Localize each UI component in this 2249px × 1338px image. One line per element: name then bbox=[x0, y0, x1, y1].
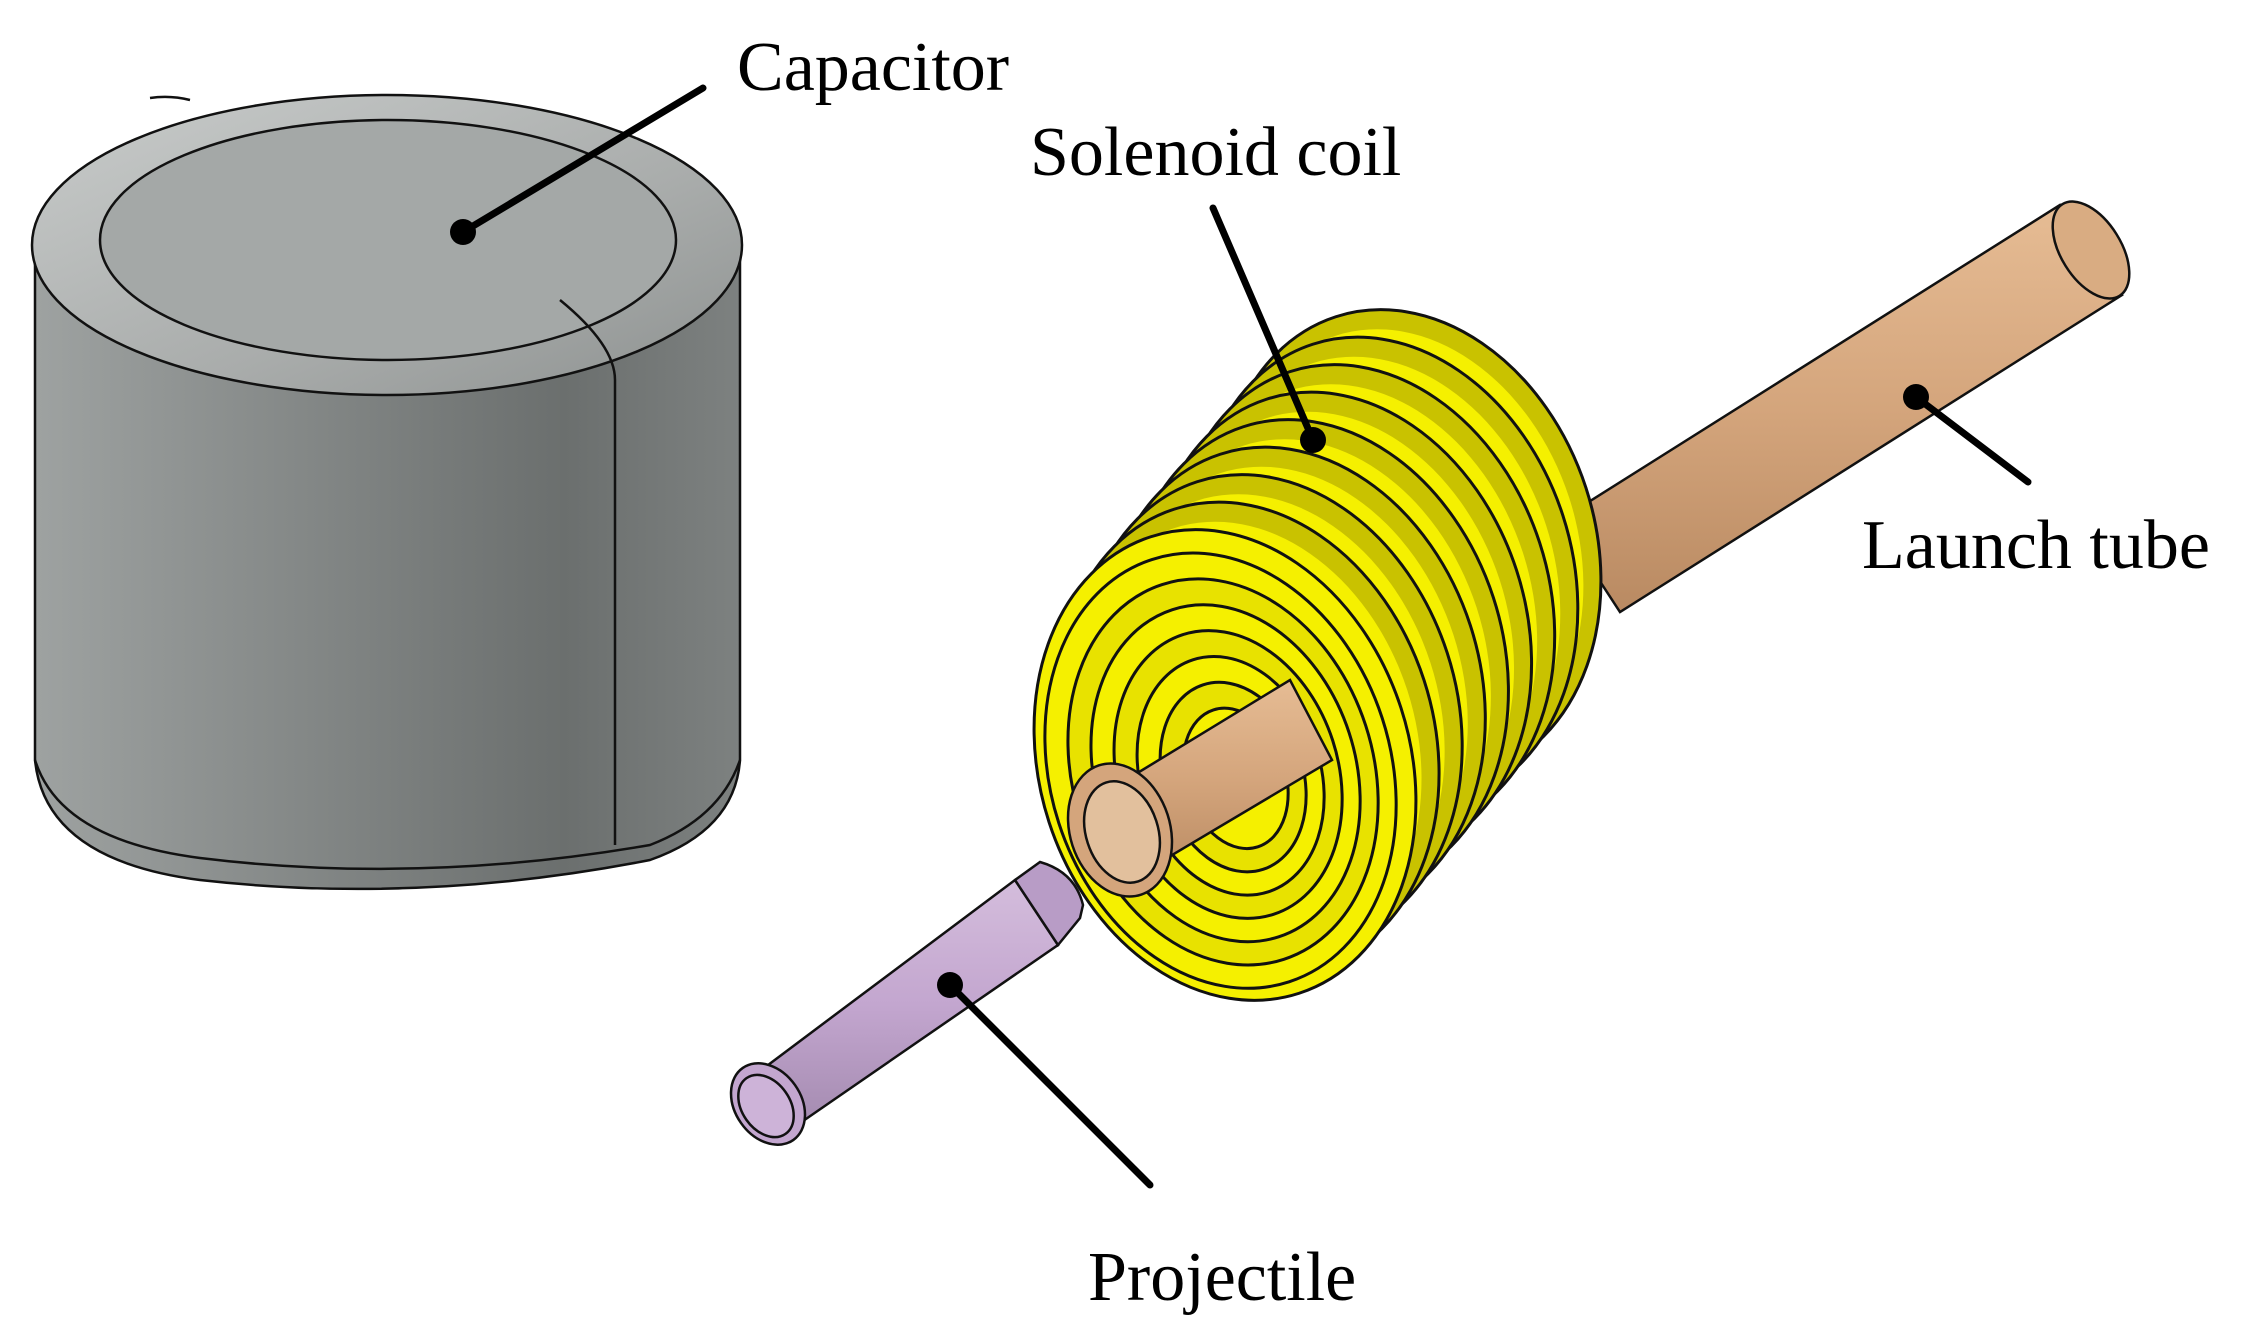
solenoid-coil-leader-dot bbox=[1300, 427, 1326, 453]
launch-tube-leader bbox=[1912, 393, 2032, 486]
capacitor-body bbox=[33, 228, 742, 891]
label-projectile: Projectile bbox=[1088, 1239, 1356, 1316]
launch-tube-front bbox=[1066, 678, 1334, 898]
label-capacitor: Capacitor bbox=[737, 29, 1009, 106]
projectile-leader-dot bbox=[937, 972, 963, 998]
solenoid-coil-leader bbox=[1209, 204, 1317, 444]
capacitor-top-face bbox=[98, 118, 678, 362]
label-launch-tube: Launch tube bbox=[1862, 507, 2210, 584]
launch-tube-far-end bbox=[2051, 200, 2131, 300]
launch-tube-bore bbox=[1082, 780, 1162, 884]
label-solenoid-coil: Solenoid coil bbox=[1030, 114, 1401, 191]
launch-tube-leader-dot bbox=[1903, 384, 1929, 410]
projectile-leader bbox=[946, 981, 1154, 1189]
solenoid-coil bbox=[1032, 308, 1603, 1002]
projectile bbox=[729, 860, 1085, 1146]
capacitor-leader-dot bbox=[450, 219, 476, 245]
capacitor-bottom-edge bbox=[33, 759, 742, 871]
capacitor-leader bbox=[459, 84, 707, 236]
capacitor bbox=[30, 93, 744, 891]
projectile-tip bbox=[1013, 860, 1085, 948]
leader-lines bbox=[450, 84, 2032, 1189]
capacitor-seam bbox=[559, 299, 617, 845]
